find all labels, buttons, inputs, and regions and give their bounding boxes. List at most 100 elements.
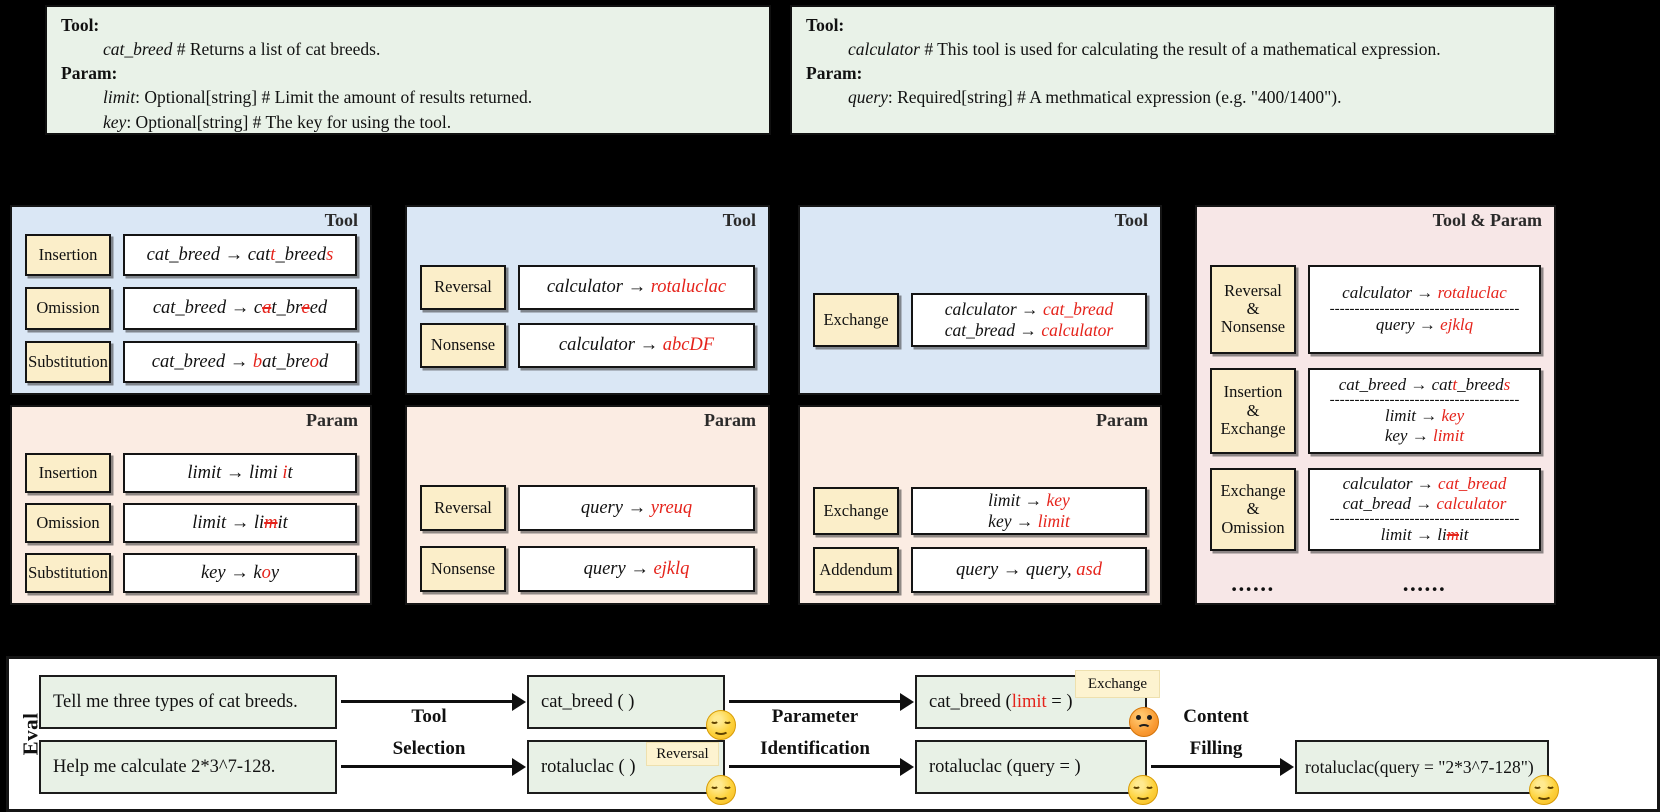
- smiling-face-emoji: [1128, 775, 1158, 805]
- tool-name-line: calculator # This tool is used for calcu…: [848, 39, 1441, 60]
- stage-label-parameter-identification: Parameter Identification: [725, 706, 905, 760]
- perturbation-row: Omission limit → limit: [25, 503, 357, 543]
- final-call-box: rotaluclac(query = "2*3^7-128"): [1295, 740, 1559, 805]
- frowning-face-emoji: [1129, 707, 1159, 737]
- perturbation-type-label: Reversal: [420, 265, 506, 310]
- perturbation-row: Insertion limit → limi it: [25, 453, 357, 493]
- perturbation-type-label: Insertion & Exchange: [1210, 367, 1296, 455]
- tool-call-text: cat_breed (limit = ): [929, 691, 1073, 712]
- stage-label-line: Filling: [1189, 738, 1243, 759]
- panel-title: Tool: [324, 210, 358, 230]
- panel-title: Tool: [1114, 210, 1148, 230]
- stage-label-line: Content: [1183, 706, 1249, 727]
- perturbation-row: Insertion cat_breed → catt_breeds: [25, 234, 357, 277]
- perturbation-type-label: Reversal: [420, 485, 506, 531]
- panel-tool-and-param: Tool & Param Reversal & Nonsense calcula…: [1195, 205, 1556, 605]
- perturbation-type-label: Substitution: [25, 553, 111, 593]
- tool-call-text: rotaluclac(query = "2*3^7-128"): [1305, 756, 1534, 777]
- perturbation-row: Substitution key → koy: [25, 553, 357, 593]
- perturbation-example: cat_breed → catt_breeds: [123, 234, 357, 277]
- arrow-query1-to-tool-selection: [341, 692, 526, 711]
- perturbation-row: Substitution cat_breed → bat_breod: [25, 340, 357, 383]
- perturbation-example: query → query, asd: [911, 547, 1147, 593]
- emoji-eye: [1136, 715, 1141, 720]
- arrowhead: [900, 757, 914, 776]
- arrow-to-content-filling: [1151, 757, 1294, 776]
- stage-label-line: Tool: [411, 706, 447, 727]
- perturbation-type-label: Nonsense: [420, 546, 506, 592]
- emoji-eye: [710, 716, 719, 724]
- tool-call-text: rotaluclac (query = ): [929, 756, 1081, 777]
- panel-param-character: Param Insertion limit → limi it Omission…: [10, 405, 372, 605]
- perturbation-example: limit → limi it: [123, 453, 357, 493]
- stage-label-line: Identification: [760, 738, 870, 759]
- emoji-mouth: [713, 790, 729, 800]
- perturbation-row: Nonsense calculator → abcDF: [420, 323, 755, 368]
- emoji-eye: [1145, 781, 1154, 789]
- panel-title: Param: [704, 410, 756, 430]
- perturbation-type-label: Reversal & Nonsense: [1210, 265, 1296, 354]
- arrowhead: [1280, 757, 1294, 776]
- panel-title: Tool: [722, 210, 756, 230]
- perturbation-example: cat_breed → bat_breod: [123, 340, 357, 383]
- emoji-eye: [1147, 715, 1152, 720]
- stage-label-content-filling: Content Filling: [1141, 706, 1291, 760]
- perturbation-row: Addendum query → query, asd: [813, 547, 1147, 593]
- emoji-mouth: [713, 725, 729, 735]
- perturbation-example: cat_breed → cat_breed: [123, 287, 357, 330]
- perturbation-row: Reversal & Nonsense calculator → rotaluc…: [1210, 265, 1541, 354]
- perturbation-example: cat_breed → catt_breeds-----------------…: [1308, 367, 1541, 455]
- emoji-eye: [1546, 781, 1555, 789]
- panel-title: Tool & Param: [1432, 210, 1542, 230]
- tool-name-line: cat_breed # Returns a list of cat breeds…: [103, 39, 381, 60]
- perturbation-example: calculator → rotaluclac: [518, 265, 755, 310]
- perturbation-example: calculator → rotaluclac-----------------…: [1308, 265, 1541, 354]
- perturbation-example: limit → limit: [123, 503, 357, 543]
- ellipsis: ......: [1402, 571, 1447, 596]
- perturbation-tag-reversal: Reversal: [646, 742, 719, 766]
- param-call-box-rotaluclac-query: rotaluclac (query = ): [915, 740, 1158, 805]
- tool-call-box-cat-breed: cat_breed ( ): [527, 675, 736, 740]
- panel-title: Param: [1096, 410, 1148, 430]
- emoji-eye: [723, 781, 732, 789]
- perturbation-example: query → ejklq: [518, 546, 755, 592]
- perturbation-row: Insertion & Exchange cat_breed → catt_br…: [1210, 367, 1541, 455]
- panel-title: Param: [306, 410, 358, 430]
- perturbation-type-label: Addendum: [813, 547, 899, 593]
- stage-label-line: Selection: [392, 738, 466, 759]
- ellipsis-row: ...... ......: [1210, 571, 1541, 597]
- perturbation-type-label: Exchange: [813, 487, 899, 535]
- tool-label: Tool:: [61, 15, 100, 35]
- arrowhead: [512, 757, 526, 776]
- arrow-to-parameter-identification-1: [729, 692, 914, 711]
- smiling-face-emoji: [706, 710, 736, 740]
- perturbation-type-label: Nonsense: [420, 323, 506, 368]
- emoji-eye: [710, 781, 719, 789]
- tool-label: Tool:: [806, 15, 845, 35]
- emoji-eye: [1132, 781, 1141, 789]
- user-query-box-calculate: Help me calculate 2*3^7-128.: [39, 740, 337, 794]
- param-line: limit: Optional[string] # Limit the amou…: [103, 87, 533, 108]
- emoji-mouth: [1137, 724, 1151, 734]
- param-line: query: Required[string] # A methmatical …: [848, 87, 1342, 108]
- tool-call-box-rotaluclac: rotaluclac ( ) Reversal: [527, 740, 736, 805]
- arrowhead: [512, 692, 526, 711]
- panel-tool-character: Tool Insertion cat_breed → catt_breeds O…: [10, 205, 372, 395]
- param-label: Param:: [61, 63, 118, 84]
- arrow-to-parameter-identification-2: [729, 757, 914, 776]
- perturbation-type-label: Substitution: [25, 340, 111, 383]
- ellipsis: ......: [1231, 571, 1275, 596]
- perturbation-type-label: Exchange: [813, 293, 899, 347]
- tool-definition-card-cat-breed: Tool: cat_breed # Returns a list of cat …: [45, 5, 771, 135]
- perturbation-example: calculator → abcDF: [518, 323, 755, 368]
- tool-definition-card-calculator: Tool: calculator # This tool is used for…: [790, 5, 1556, 135]
- perturbation-example: key → koy: [123, 553, 357, 593]
- emoji-eye: [723, 716, 732, 724]
- tool-call-text: rotaluclac ( ): [541, 756, 636, 777]
- perturbation-type-label: Omission: [25, 287, 111, 330]
